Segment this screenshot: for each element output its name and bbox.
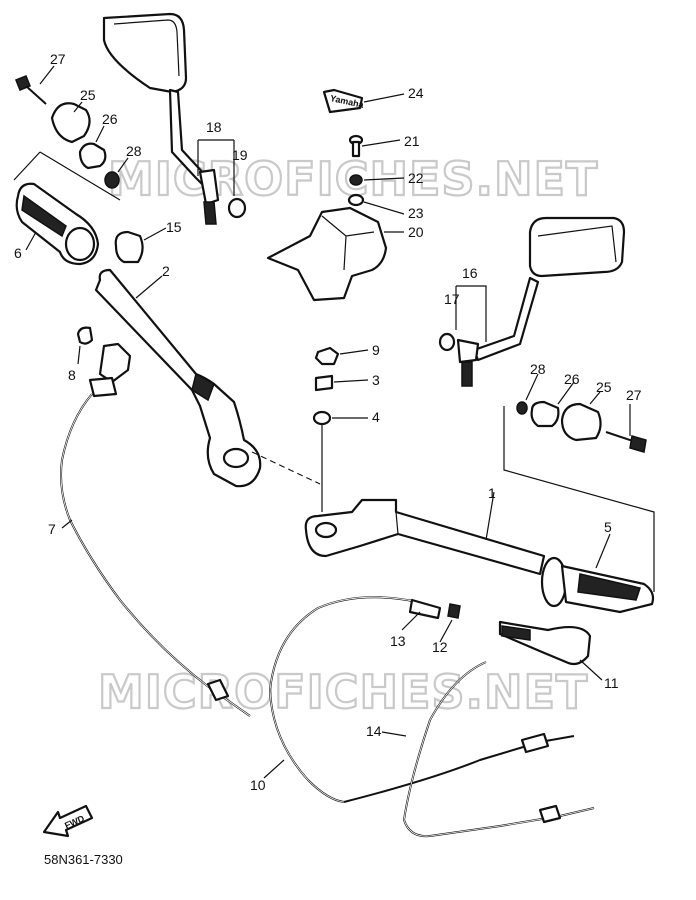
callout-8: 8 xyxy=(68,367,76,383)
callout-6: 6 xyxy=(14,245,22,261)
callout-5: 5 xyxy=(604,519,612,535)
handlebar-holder xyxy=(266,206,388,302)
right-mirror xyxy=(456,216,626,387)
right-end-bracket xyxy=(503,406,655,592)
throttle-cable-pull xyxy=(268,596,575,803)
forward-arrow-icon: FWD xyxy=(42,804,94,838)
callout-10: 10 xyxy=(250,777,266,793)
callout-13: 13 xyxy=(390,633,406,649)
cable-adjuster xyxy=(408,598,461,620)
left-mirror-nut xyxy=(227,197,247,219)
left-bar-end-bolt xyxy=(15,75,47,105)
callout-19: 19 xyxy=(232,147,248,163)
watermark-bottom: MICROFICHES.NET xyxy=(98,665,588,719)
grip-collar xyxy=(114,230,144,264)
right-grip xyxy=(540,556,655,614)
handlebar-switch xyxy=(498,620,592,666)
leader-lines xyxy=(25,65,631,779)
bolt-21 xyxy=(348,134,364,158)
callout-7: 7 xyxy=(48,521,56,537)
right-bar-end-bolt xyxy=(605,431,647,453)
left-bar-end-collar xyxy=(78,142,107,170)
callout-22: 22 xyxy=(408,170,424,186)
handlebar-right xyxy=(304,498,546,576)
callout-labels: 27 25 26 28 6 15 2 18 19 24 21 22 23 20 … xyxy=(14,51,642,793)
throttle-cable-return xyxy=(402,661,595,838)
left-bar-end-washer xyxy=(104,171,120,189)
callout-26b: 26 xyxy=(564,371,580,387)
callout-3: 3 xyxy=(372,372,380,388)
clutch-cable xyxy=(60,342,251,717)
callout-26a: 26 xyxy=(102,111,118,127)
callout-27b: 27 xyxy=(626,387,642,403)
callout-28a: 28 xyxy=(126,143,142,159)
callout-11: 11 xyxy=(604,675,619,691)
left-bar-end-weight xyxy=(50,102,91,144)
right-bar-end-weight xyxy=(560,402,602,442)
callout-21: 21 xyxy=(404,133,420,149)
right-bar-end-washer xyxy=(516,401,528,415)
washer-4 xyxy=(312,410,332,426)
callout-12: 12 xyxy=(432,639,448,655)
handlebar-left xyxy=(94,268,262,488)
washer-22 xyxy=(349,174,363,186)
left-end-bracket xyxy=(13,151,121,201)
callout-23: 23 xyxy=(408,205,424,221)
wiring-bracket xyxy=(322,88,364,114)
nut-9 xyxy=(314,346,340,366)
washer-23 xyxy=(347,193,365,207)
callout-20: 20 xyxy=(408,224,424,240)
callout-15: 15 xyxy=(166,219,182,235)
callout-24: 24 xyxy=(408,85,424,101)
callout-2: 2 xyxy=(162,263,170,279)
callout-28b: 28 xyxy=(530,361,546,377)
callout-18: 18 xyxy=(206,119,222,135)
callout-17: 17 xyxy=(444,291,460,307)
callout-9: 9 xyxy=(372,342,380,358)
right-mirror-nut xyxy=(438,332,456,352)
callout-1: 1 xyxy=(488,485,496,501)
bolt-3 xyxy=(314,374,334,392)
callout-4: 4 xyxy=(372,409,380,425)
centerline-left xyxy=(251,451,321,485)
callout-16: 16 xyxy=(462,265,478,281)
callout-14: 14 xyxy=(366,723,382,739)
right-bar-end-collar xyxy=(530,400,560,428)
diagram-code: 58N361-7330 xyxy=(44,852,123,867)
left-mirror xyxy=(102,12,220,225)
callout-25b: 25 xyxy=(596,379,612,395)
cable-clip xyxy=(76,326,94,345)
left-grip xyxy=(15,182,100,266)
callout-25a: 25 xyxy=(80,87,96,103)
callout-27a: 27 xyxy=(50,51,66,67)
